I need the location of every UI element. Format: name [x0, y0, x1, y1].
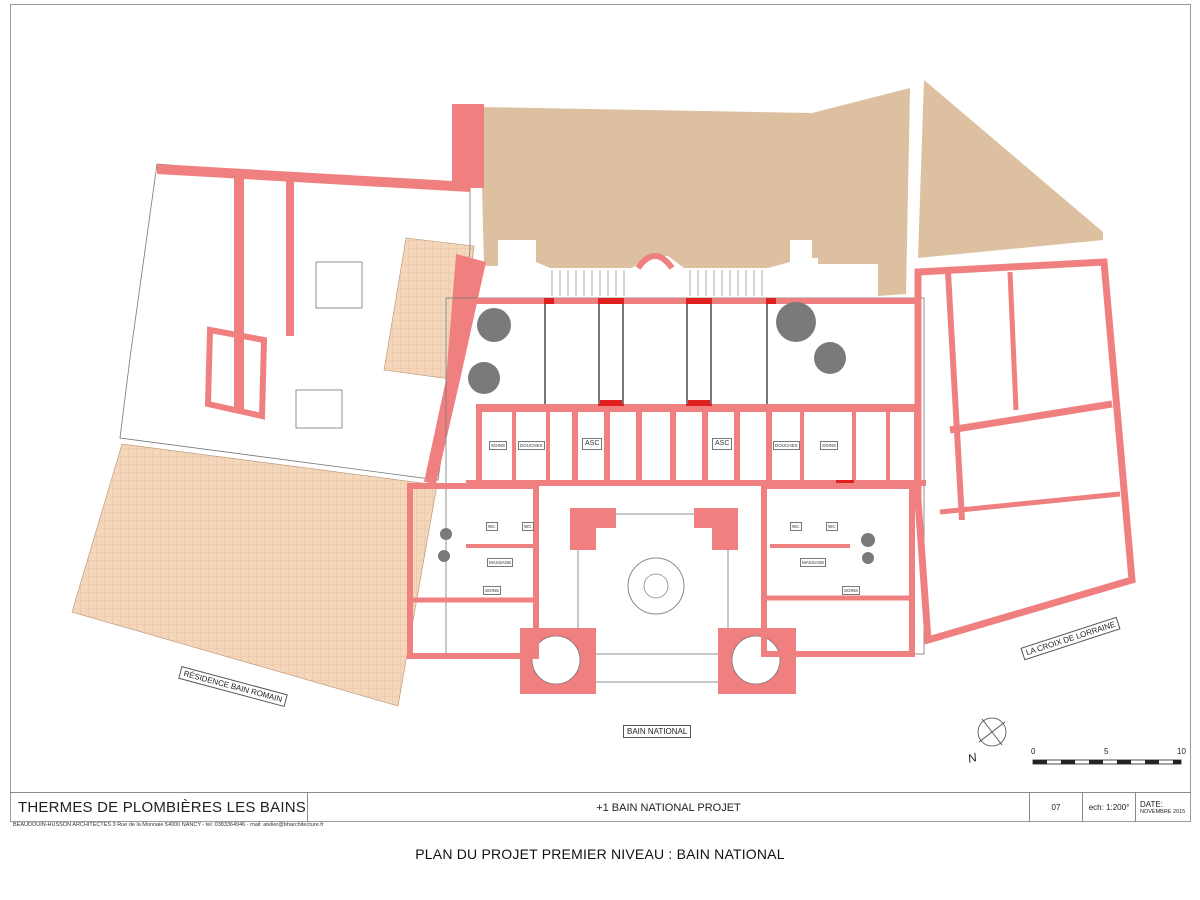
drawing-title: +1 BAIN NATIONAL PROJET [308, 793, 1030, 822]
tree [862, 552, 874, 564]
room-wc-east-2: WC [826, 522, 838, 531]
ne-pillar [452, 104, 484, 188]
main-wall-row2 [466, 480, 926, 486]
pool-col-6 [766, 304, 768, 404]
scale-tick-10: 10 [1177, 747, 1186, 756]
drawing-scale: ech: 1:200° [1083, 793, 1136, 822]
room-asc-west: ASC [582, 438, 603, 450]
room-soins-se: SOINS [842, 586, 861, 595]
room-soins-east: SOINS [820, 441, 839, 450]
room-massage-east: MASSAGE [800, 558, 827, 567]
central-hall [577, 513, 729, 683]
wing-se [761, 483, 915, 657]
courtyard-square-2 [295, 389, 343, 429]
tree [861, 533, 875, 547]
pool-col-2 [598, 304, 600, 404]
courtyard-square [315, 261, 363, 309]
east-wall-3 [939, 491, 1121, 515]
pool-col-1 [544, 304, 546, 404]
tree [468, 362, 500, 394]
room-wc-west-1: WC [486, 522, 498, 531]
central-fountain [627, 557, 685, 615]
terrain-area-north [480, 107, 878, 268]
red-marker-5 [598, 400, 624, 406]
pool-col-4 [686, 304, 688, 404]
north-arrow-icon [977, 717, 1007, 747]
pool-col-3 [622, 304, 624, 404]
pool-col-5 [710, 304, 712, 404]
figure-caption: PLAN DU PROJET PREMIER NIVEAU : BAIN NAT… [415, 846, 785, 862]
scale-tick-5: 5 [1104, 747, 1109, 756]
west-wing-wall-west [234, 172, 244, 412]
architect-credits: BEAUDOUIN-HUSSON ARCHITECTES 3 Rue de la… [13, 822, 324, 828]
west-wing-wall-inner [286, 176, 294, 336]
date-label: DATE: [1140, 800, 1163, 809]
tree [477, 308, 511, 342]
title-block: THERMES DE PLOMBIÈRES LES BAINS +1 BAIN … [10, 792, 1191, 822]
room-douches-west: DOUCHES [518, 441, 545, 450]
tree [776, 302, 816, 342]
scale-tick-0: 0 [1031, 747, 1036, 756]
tree [440, 528, 452, 540]
label-bain-national: BAIN NATIONAL [623, 725, 692, 738]
north-stairs [551, 270, 763, 296]
terrace-hatch-large [71, 443, 438, 707]
terrain-area-east-b [918, 80, 1103, 258]
tree-symbols [438, 302, 875, 564]
east-wall-1 [949, 400, 1113, 434]
sheet-number: 07 [1030, 793, 1083, 822]
west-wing-corner [204, 326, 268, 420]
main-wall-mid [476, 404, 916, 412]
room-massage-west: MASSAGE [487, 558, 514, 567]
date-value: NOVEMBRE 2015 [1140, 809, 1186, 815]
north-apse [635, 253, 675, 270]
east-block-outline [914, 258, 1136, 645]
red-marker-4 [766, 298, 776, 304]
project-title: THERMES DE PLOMBIÈRES LES BAINS [10, 793, 308, 822]
west-wall-diagonal [424, 254, 486, 484]
room-wc-west-2: WC [522, 522, 534, 531]
wing-sw [407, 483, 539, 659]
red-marker-6 [686, 400, 712, 406]
room-soins-west: SOINS [489, 441, 508, 450]
tower-west-spiral [531, 635, 581, 685]
west-wing-wall-north [157, 164, 470, 192]
red-marker-3 [686, 298, 712, 304]
central-fountain-inner [643, 573, 669, 599]
east-wall-4 [945, 271, 965, 521]
room-asc-east: ASC [712, 438, 733, 450]
red-marker-1 [544, 298, 554, 304]
date-cell: DATE: NOVEMBRE 2015 [1136, 793, 1191, 822]
room-douches-east: DOUCHES [773, 441, 800, 450]
east-wall-2 [1007, 271, 1019, 411]
room-wc-east-1: WC [790, 522, 802, 531]
tree [438, 550, 450, 562]
scale-bar [1032, 759, 1182, 765]
tree [814, 342, 846, 374]
tower-east-spiral [731, 635, 781, 685]
hall-pier-west [570, 508, 616, 550]
red-marker-2 [598, 298, 624, 304]
hall-pier-east [694, 508, 738, 550]
terrain-area-east-a [812, 88, 910, 296]
room-soins-sw: SOINS [483, 586, 502, 595]
